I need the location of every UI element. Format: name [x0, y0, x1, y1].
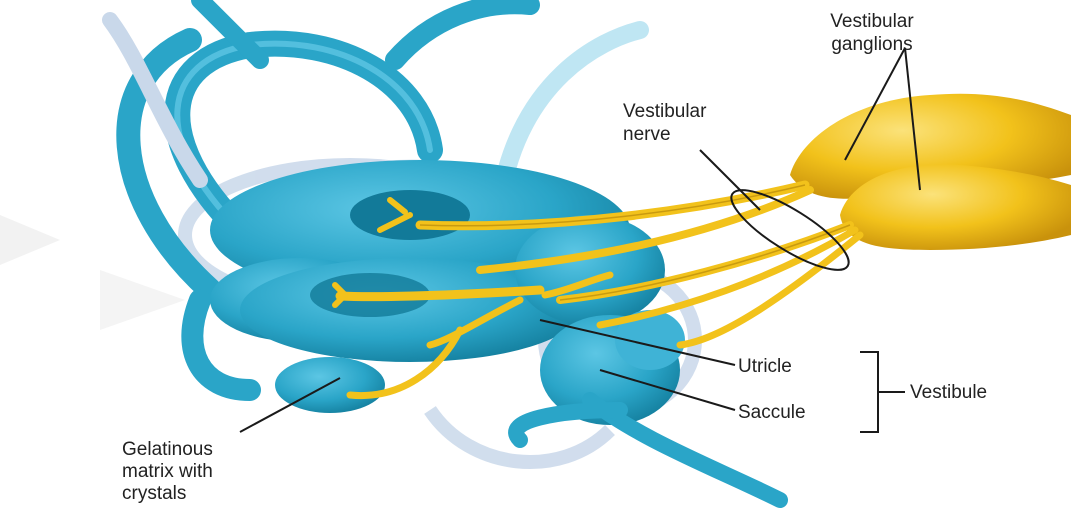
label-gelatinous-matrix-line1: Gelatinous — [122, 439, 213, 460]
label-vestibular-nerve-line2: nerve — [623, 124, 671, 145]
watermark-shape — [100, 270, 185, 330]
vestibular-ganglions — [790, 94, 1071, 250]
label-vestibule: Vestibule — [910, 382, 987, 403]
label-saccule: Saccule — [738, 402, 806, 423]
label-utricle: Utricle — [738, 356, 792, 377]
label-gelatinous-matrix-line2: matrix with — [122, 461, 213, 482]
label-gelatinous-matrix-line3: crystals — [122, 483, 186, 504]
label-vestibular-ganglions-line1: Vestibular — [830, 11, 914, 32]
label-vestibular-nerve-line1: Vestibular — [623, 101, 707, 122]
label-vestibular-ganglions-line2: ganglions — [831, 34, 912, 55]
watermark-shape — [0, 215, 60, 265]
